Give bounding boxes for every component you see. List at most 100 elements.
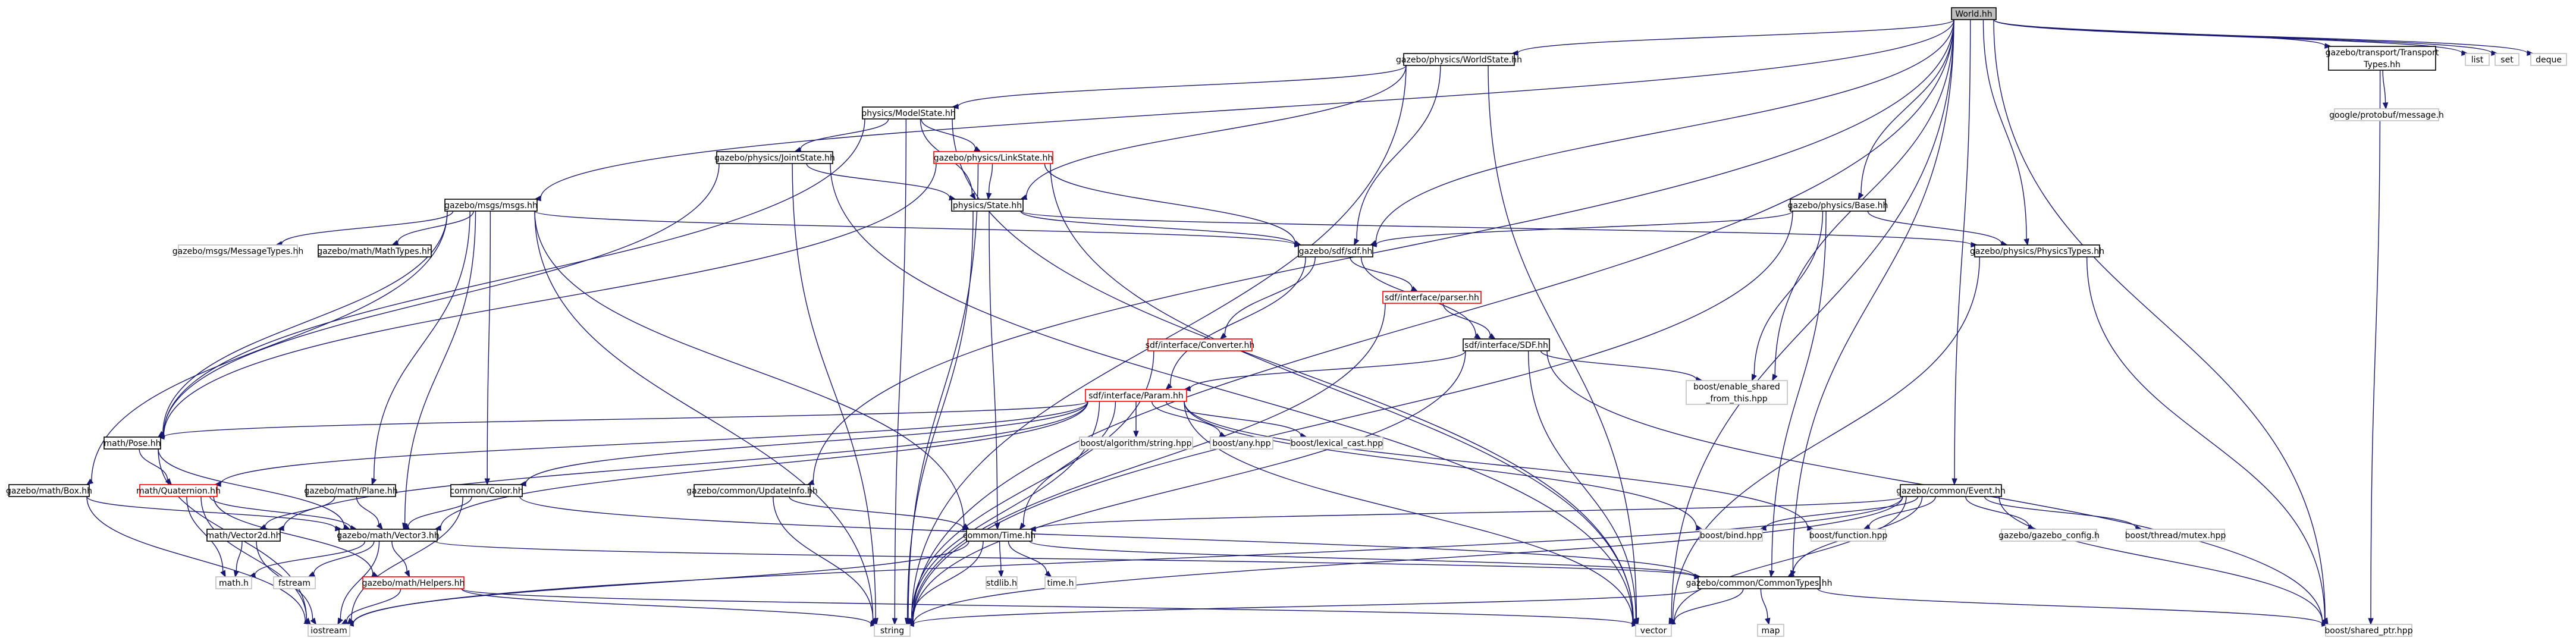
node-label: deque <box>2536 55 2562 65</box>
node-mathtypes[interactable]: gazebo/math/MathTypes.hh <box>317 244 432 257</box>
node-timeh: time.h <box>1044 576 1077 589</box>
edge-commontypes-to-string <box>906 588 1701 627</box>
arrowhead <box>2321 619 2329 625</box>
node-box <box>1290 436 1383 450</box>
arrowhead <box>371 477 377 486</box>
edge-sdfparam-to-vector2d <box>277 401 1088 532</box>
node-vector2d[interactable]: math/Vector2d.hh <box>206 529 281 542</box>
node-box <box>8 484 90 497</box>
edge-base-to-string <box>906 211 1793 625</box>
node-helpers[interactable]: gazebo/math/Helpers.hh <box>362 576 465 589</box>
node-jointstate[interactable]: gazebo/physics/JointState.hh <box>714 151 835 164</box>
node-label: string <box>880 626 904 636</box>
edge-vector3-to-helpers <box>391 541 410 578</box>
arrowhead <box>986 193 992 200</box>
edge-line <box>989 211 998 524</box>
node-box <box>1951 7 1997 20</box>
node-vector3[interactable]: gazebo/math/Vector3.hh <box>337 529 440 542</box>
edge-mathbox-to-iostream <box>86 496 312 625</box>
edge-state-to-string <box>904 211 974 626</box>
node-worldstate[interactable]: gazebo/physics/WorldState.hh <box>1396 53 1522 66</box>
node-label: gazebo/physics/PhysicsTypes.hh <box>1970 247 2104 256</box>
edge-line <box>952 118 1634 621</box>
node-sdfSDF[interactable]: sdf/interface/SDF.hh <box>1463 338 1550 351</box>
edge-line <box>1517 19 1954 54</box>
arrowhead <box>2527 50 2534 56</box>
edge-event-to-boostbind <box>1759 496 1919 531</box>
edge-world-to-event <box>1951 19 1971 486</box>
node-box <box>362 576 465 589</box>
node-box <box>1790 199 1886 212</box>
node-phystypes[interactable]: gazebo/physics/PhysicsTypes.hh <box>1970 244 2104 257</box>
edge-sdfparam-to-color <box>519 401 1088 487</box>
edge-line <box>1050 163 1634 621</box>
edge-state-to-phystypes <box>1020 211 1978 248</box>
node-msgtypes: gazebo/msgs/MessageTypes.hh <box>172 244 303 257</box>
edge-sdfSDF-to-enableshared <box>1540 350 1703 382</box>
node-box <box>1757 624 1784 637</box>
edge-line <box>1993 19 2326 620</box>
edge-worldstate-to-modelstate <box>951 65 1407 109</box>
node-base[interactable]: gazebo/physics/Base.hh <box>1788 199 1888 212</box>
edge-line <box>91 211 448 481</box>
edge-line <box>2086 256 2326 620</box>
node-label: gazebo/msgs/MessageTypes.hh <box>172 247 303 256</box>
edge-line <box>1674 496 1907 622</box>
node-modelstate[interactable]: physics/ModelState.hh <box>861 106 956 120</box>
node-time[interactable]: common/Time.hh <box>963 529 1036 542</box>
node-label: iostream <box>310 626 347 636</box>
node-sdfparser[interactable]: sdf/interface/parser.hh <box>1382 291 1482 304</box>
arrowhead <box>376 522 383 530</box>
edge-vector3-to-commontypes <box>434 541 1702 580</box>
edge-line <box>1674 588 1744 622</box>
node-label: sdf/interface/SDF.hh <box>1464 341 1548 350</box>
node-label: common/Time.hh <box>963 531 1036 541</box>
arrowhead <box>1474 333 1482 340</box>
node-event[interactable]: gazebo/common/Event.hh <box>1896 484 2006 497</box>
edge-line <box>912 303 1386 621</box>
node-label: boost/bind.hpp <box>1700 531 1762 541</box>
edge-transporttypes-to-sharedptr <box>2368 70 2381 626</box>
edge-world-to-msgs <box>534 19 1954 202</box>
node-world[interactable]: World.hh <box>1951 7 1997 20</box>
node-linkstate[interactable]: gazebo/physics/LinkState.hh <box>933 151 1053 164</box>
edge-line <box>534 211 1295 246</box>
edge-line <box>340 541 380 620</box>
node-commontypes[interactable]: gazebo/common/CommonTypes.hh <box>1686 576 1833 589</box>
edge-commontypes-to-vector <box>1668 588 1744 625</box>
edge-line <box>1184 401 1808 529</box>
node-mathbox[interactable]: gazebo/math/Box.hh <box>6 484 92 497</box>
node-state[interactable]: physics/State.hh <box>951 199 1024 212</box>
edge-line <box>1527 350 1636 619</box>
edge-line <box>163 118 865 435</box>
edge-msgs-to-mathbox <box>86 211 448 485</box>
arrowhead <box>337 617 343 626</box>
edge-line <box>265 496 335 527</box>
edge-line <box>209 496 352 529</box>
node-msgs[interactable]: gazebo/msgs/msgs.hh <box>444 199 538 212</box>
edge-state-to-time <box>989 211 1000 530</box>
node-mathpose[interactable]: math/Pose.hh <box>103 436 161 450</box>
edge-line <box>163 163 937 435</box>
node-label: common/Color.hh <box>450 486 523 496</box>
edge-line <box>519 496 1695 577</box>
node-enableshared: boost/enable_shared_from_this.hpp <box>1686 380 1788 405</box>
node-mathquat[interactable]: math/Quaternion.hh <box>136 484 221 497</box>
node-sdfparam[interactable]: sdf/interface/Param.hh <box>1085 389 1187 402</box>
edge-line <box>1982 19 2027 240</box>
node-sdfconverter[interactable]: sdf/interface/Converter.hh <box>1146 338 1255 351</box>
node-color[interactable]: common/Color.hh <box>450 484 523 497</box>
node-box <box>450 484 523 497</box>
edge-sdf-to-sdfparser <box>1350 256 1419 292</box>
arrowhead <box>1044 570 1052 577</box>
arrowhead <box>870 621 878 627</box>
arrowhead <box>1354 238 1360 246</box>
node-sdf[interactable]: gazebo/sdf/sdf.hh <box>1298 244 1373 257</box>
node-updateinfo[interactable]: gazebo/common/UpdateInfo.hh <box>686 484 818 497</box>
node-mathplane[interactable]: gazebo/math/Plane.hh <box>304 484 398 497</box>
edge-msgs-to-sdf <box>534 211 1302 248</box>
edge-line <box>1356 65 1441 240</box>
arrowhead <box>906 620 915 627</box>
edge-world-to-enableshared <box>1772 19 1954 382</box>
